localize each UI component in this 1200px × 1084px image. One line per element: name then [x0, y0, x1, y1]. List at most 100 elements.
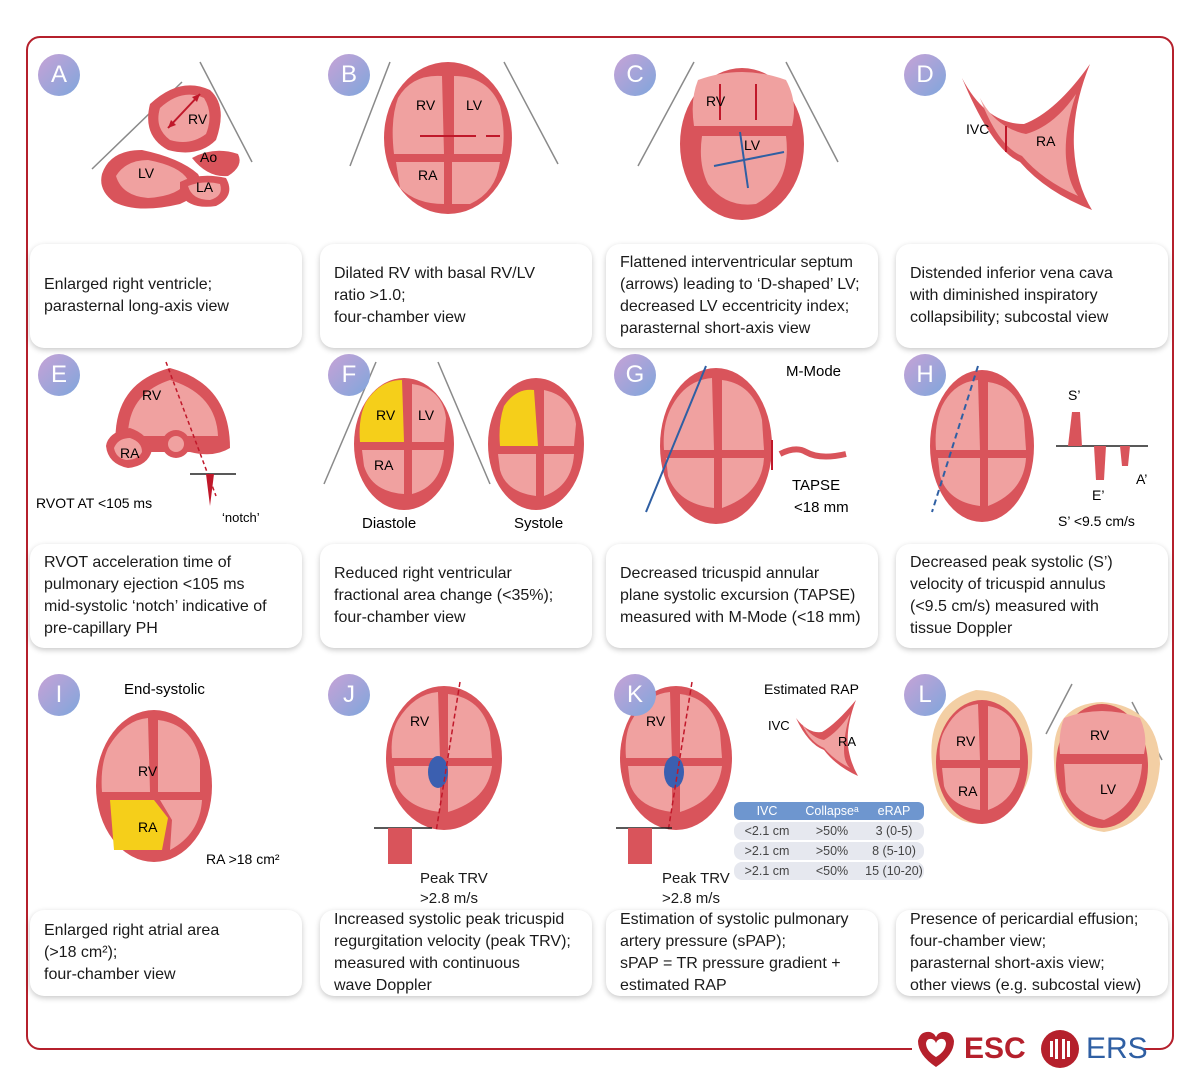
label-s-value: S’ <9.5 cm/s [1058, 513, 1135, 529]
label-ra: RA [374, 457, 394, 473]
label-trv-value: >2.8 m/s [420, 890, 478, 907]
panel-j-illustration: RV [320, 674, 596, 864]
label-trv-value: >2.8 m/s [662, 890, 720, 907]
erap-header-ivc: IVC [756, 804, 778, 818]
label-rv: RV [416, 97, 436, 113]
erap-cell: <50% [815, 864, 849, 878]
panel-k-badge: K [614, 674, 656, 716]
label-rv: RV [188, 111, 208, 127]
esc-ers-logo: ESC ERS [912, 1024, 1148, 1074]
erap-cell: >2.1 cm [744, 844, 790, 858]
label-tapse: TAPSE [792, 477, 840, 494]
label-rv: RV [956, 733, 976, 749]
panel-e-illustration: RV RA RVOT AT <105 ms ‘notch’ [30, 354, 306, 544]
ers-wordmark: ERS [1086, 1032, 1148, 1065]
panel-j-badge: J [328, 674, 370, 716]
label-rv: RV [646, 713, 666, 729]
panel-b-badge: B [328, 54, 370, 96]
panel-k-caption-box: Estimation of systolic pulmonary artery … [606, 910, 878, 996]
panel-c-illustration: RV LV [606, 54, 882, 244]
panel-i-illustration: End-systolic RV RA RA >18 cm² [30, 674, 306, 864]
label-ra: RA [958, 783, 978, 799]
label-rv: RV [138, 763, 158, 779]
label-notch: ‘notch’ [222, 510, 260, 525]
label-tapse-value: <18 mm [794, 499, 849, 516]
label-diastole: Diastole [362, 515, 416, 532]
label-ra: RA [138, 819, 158, 835]
erap-cell: >50% [815, 844, 849, 858]
label-rvot: RVOT AT <105 ms [36, 495, 152, 511]
erap-cell: 15 (10-20) [865, 864, 923, 878]
panel-g-illustration: M-Mode TAPSE <18 mm [606, 354, 882, 544]
label-s-prime: S’ [1068, 387, 1080, 403]
panel-h: S’ A’ E’ S’ <9.5 cm/s H Decreased peak s… [896, 354, 1172, 654]
panel-g: M-Mode TAPSE <18 mm G Decreased tricuspi… [606, 354, 882, 654]
label-lv: LV [466, 97, 483, 113]
panel-e-caption-box: RVOT acceleration time of pulmonary ejec… [30, 544, 302, 648]
label-lv: LV [744, 137, 761, 153]
panel-h-caption-box: Decreased peak systolic (S’) velocity of… [896, 544, 1168, 648]
panel-b: RV LV RA B Dilated RV with basal RV/LV r… [320, 54, 596, 354]
label-lv: LV [138, 165, 155, 181]
panel-a-caption: Enlarged right ventricle; parasternal lo… [44, 276, 229, 315]
erap-table-header: IVC Collapseᵃ eRAP [734, 802, 924, 820]
panel-l-illustration: RV RA RV LV [896, 674, 1172, 864]
figure-frame [26, 36, 1174, 1050]
erap-row: >2.1 cm >50% 8 (5-10) [734, 842, 924, 860]
panel-l-caption: Presence of pericardial effusion; four-c… [910, 911, 1142, 994]
panel-a-badge: A [38, 54, 80, 96]
panel-a-caption-box: Enlarged right ventricle; parasternal lo… [30, 244, 302, 348]
panel-b-caption-box: Dilated RV with basal RV/LV ratio >1.0; … [320, 244, 592, 348]
panel-f: RV LV RA Diastole Systole F Reduced righ… [320, 354, 596, 654]
erap-cell: 3 (0-5) [875, 824, 913, 838]
panel-f-caption-box: Reduced right ventricular fractional are… [320, 544, 592, 648]
label-estimated-rap: Estimated RAP [764, 681, 859, 697]
label-rv-short-axis: RV [1090, 727, 1110, 743]
erap-header-collapse: Collapseᵃ [805, 804, 859, 818]
panel-h-badge: H [904, 354, 946, 396]
label-lv: LV [1100, 781, 1117, 797]
erap-row: >2.1 cm <50% 15 (10-20) [734, 862, 924, 880]
label-ivc: IVC [768, 718, 790, 733]
erap-cell: >50% [815, 824, 849, 838]
panel-l: RV RA RV LV L Presence of pericardial ef… [896, 674, 1172, 996]
label-la: LA [196, 179, 214, 195]
panel-g-caption: Decreased tricuspid annular plane systol… [620, 565, 861, 626]
panel-b-illustration: RV LV RA [320, 54, 596, 244]
label-end-systolic: End-systolic [124, 681, 205, 698]
label-systole: Systole [514, 515, 563, 532]
label-rv: RV [410, 713, 430, 729]
panel-e-badge: E [38, 354, 80, 396]
panel-g-badge: G [614, 354, 656, 396]
label-mmode: M-Mode [786, 363, 841, 380]
erap-cell: 8 (5-10) [872, 844, 916, 858]
erap-row: <2.1 cm >50% 3 (0-5) [734, 822, 924, 840]
panel-g-caption-box: Decreased tricuspid annular plane systol… [606, 544, 878, 648]
panel-c: RV LV C Flattened interventricular septu… [606, 54, 882, 354]
panel-a: RV LV Ao LA A Enlarged right ventricle; … [30, 54, 306, 354]
erap-cell: >2.1 cm [744, 864, 790, 878]
label-lv: LV [418, 407, 435, 423]
esc-wordmark: ESC [964, 1032, 1026, 1065]
label-rv: RV [376, 407, 396, 423]
panel-j-caption-box: Increased systolic peak tricuspid regurg… [320, 910, 592, 996]
panel-i: End-systolic RV RA RA >18 cm² I Enlarged… [30, 674, 306, 996]
panel-j-caption: Increased systolic peak tricuspid regurg… [334, 911, 571, 994]
panel-l-badge: L [904, 674, 946, 716]
label-peak-trv: Peak TRV [420, 870, 488, 887]
panel-f-illustration: RV LV RA Diastole Systole [320, 354, 596, 544]
panel-c-caption-box: Flattened interventricular septum (arrow… [606, 244, 878, 348]
label-a-prime: A’ [1136, 471, 1147, 487]
esc-heart-icon [918, 1031, 954, 1067]
erap-cell: <2.1 cm [744, 824, 790, 838]
panel-d-illustration: IVC RA [896, 54, 1172, 244]
panel-f-caption: Reduced right ventricular fractional are… [334, 565, 554, 626]
panel-a-illustration: RV LV Ao LA [30, 54, 306, 244]
label-ivc: IVC [966, 121, 989, 137]
label-ao: Ao [200, 149, 217, 165]
label-ra: RA [1036, 133, 1056, 149]
label-ra: RA [120, 445, 140, 461]
panel-j: RV Peak TRV >2.8 m/s J Increased systoli… [320, 674, 596, 996]
panel-l-caption-box: Presence of pericardial effusion; four-c… [896, 910, 1168, 996]
panel-i-caption-box: Enlarged right atrial area (>18 cm²); fo… [30, 910, 302, 996]
